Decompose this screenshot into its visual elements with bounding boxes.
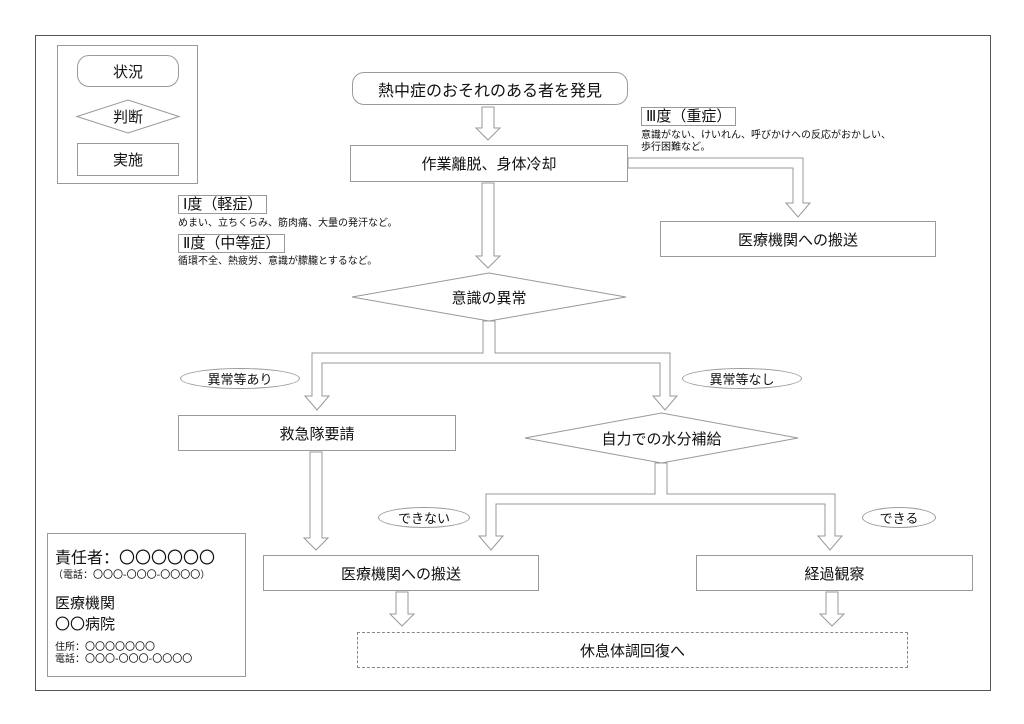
legend-judgment: 判断 — [112, 108, 143, 126]
arrow-cool-to-severe-transport — [627, 157, 812, 218]
observe-node: 経過観察 — [696, 555, 973, 591]
transport-severe-node: 医療機関への搬送 — [660, 221, 936, 257]
consciousness-diamond-shape — [351, 272, 627, 322]
page-frame — [35, 35, 991, 691]
cannot-label: できない — [378, 507, 470, 528]
arrow-ambulance-to-transport — [302, 451, 330, 551]
hospital-name: 〇〇病院 — [55, 615, 116, 633]
severe-label: Ⅲ度（重症） — [641, 107, 737, 126]
rest-node: 休息体調回復へ — [357, 632, 908, 668]
cool-down-node: 作業離脱、身体冷却 — [350, 145, 628, 182]
can-label: できる — [862, 507, 936, 528]
moderate-desc: 循環不全、熱疲労、意識が朦朧とするなど。 — [178, 256, 378, 267]
hospital-phone: 電話：〇〇〇-〇〇〇-〇〇〇〇 — [55, 654, 193, 665]
legend-diamond-shape — [75, 99, 181, 134]
consciousness-decision: 意識の異常 — [451, 288, 527, 307]
transport-node: 医療機関への搬送 — [263, 555, 539, 591]
legend-box — [57, 45, 198, 184]
hospital-label: 医療機関 — [55, 594, 116, 612]
severe-desc-2: 歩行困難など。 — [641, 142, 711, 153]
legend-action: 実施 — [77, 143, 179, 176]
start-node: 熱中症のおそれのある者を発見 — [352, 72, 628, 105]
severe-desc-1: 意識がない、けいれん、呼びかけへの反応がおかしい、 — [641, 130, 891, 141]
mild-desc: めまい、立ちくらみ、筋肉痛、大量の発汗など。 — [178, 218, 398, 229]
legend-situation: 状況 — [77, 55, 179, 87]
hospital-address: 住所：〇〇〇〇〇〇〇 — [55, 642, 155, 653]
hydration-diamond-shape — [524, 412, 799, 464]
moderate-label: Ⅱ度（中等症） — [178, 234, 286, 253]
arrow-start-to-cool — [474, 106, 502, 141]
mild-label: Ⅰ度（軽症） — [178, 195, 268, 214]
arrow-transport-to-rest — [388, 591, 416, 627]
contact-box — [47, 533, 246, 677]
arrow-observe-to-rest — [818, 591, 846, 627]
arrow-cool-to-consciousness — [474, 182, 502, 269]
abnormal-yes-label: 異常等あり — [180, 368, 300, 389]
manager-phone: （電話：〇〇〇-〇〇〇-〇〇〇〇） — [53, 570, 211, 581]
arrow-consciousness-branch — [303, 320, 679, 411]
hydration-decision: 自力での水分補給 — [601, 429, 722, 448]
manager-name: 責任者：〇〇〇〇〇〇 — [55, 548, 216, 567]
abnormal-no-label: 異常等なし — [682, 368, 802, 389]
arrow-hydration-branch — [477, 462, 844, 551]
ambulance-node: 救急隊要請 — [178, 415, 456, 451]
